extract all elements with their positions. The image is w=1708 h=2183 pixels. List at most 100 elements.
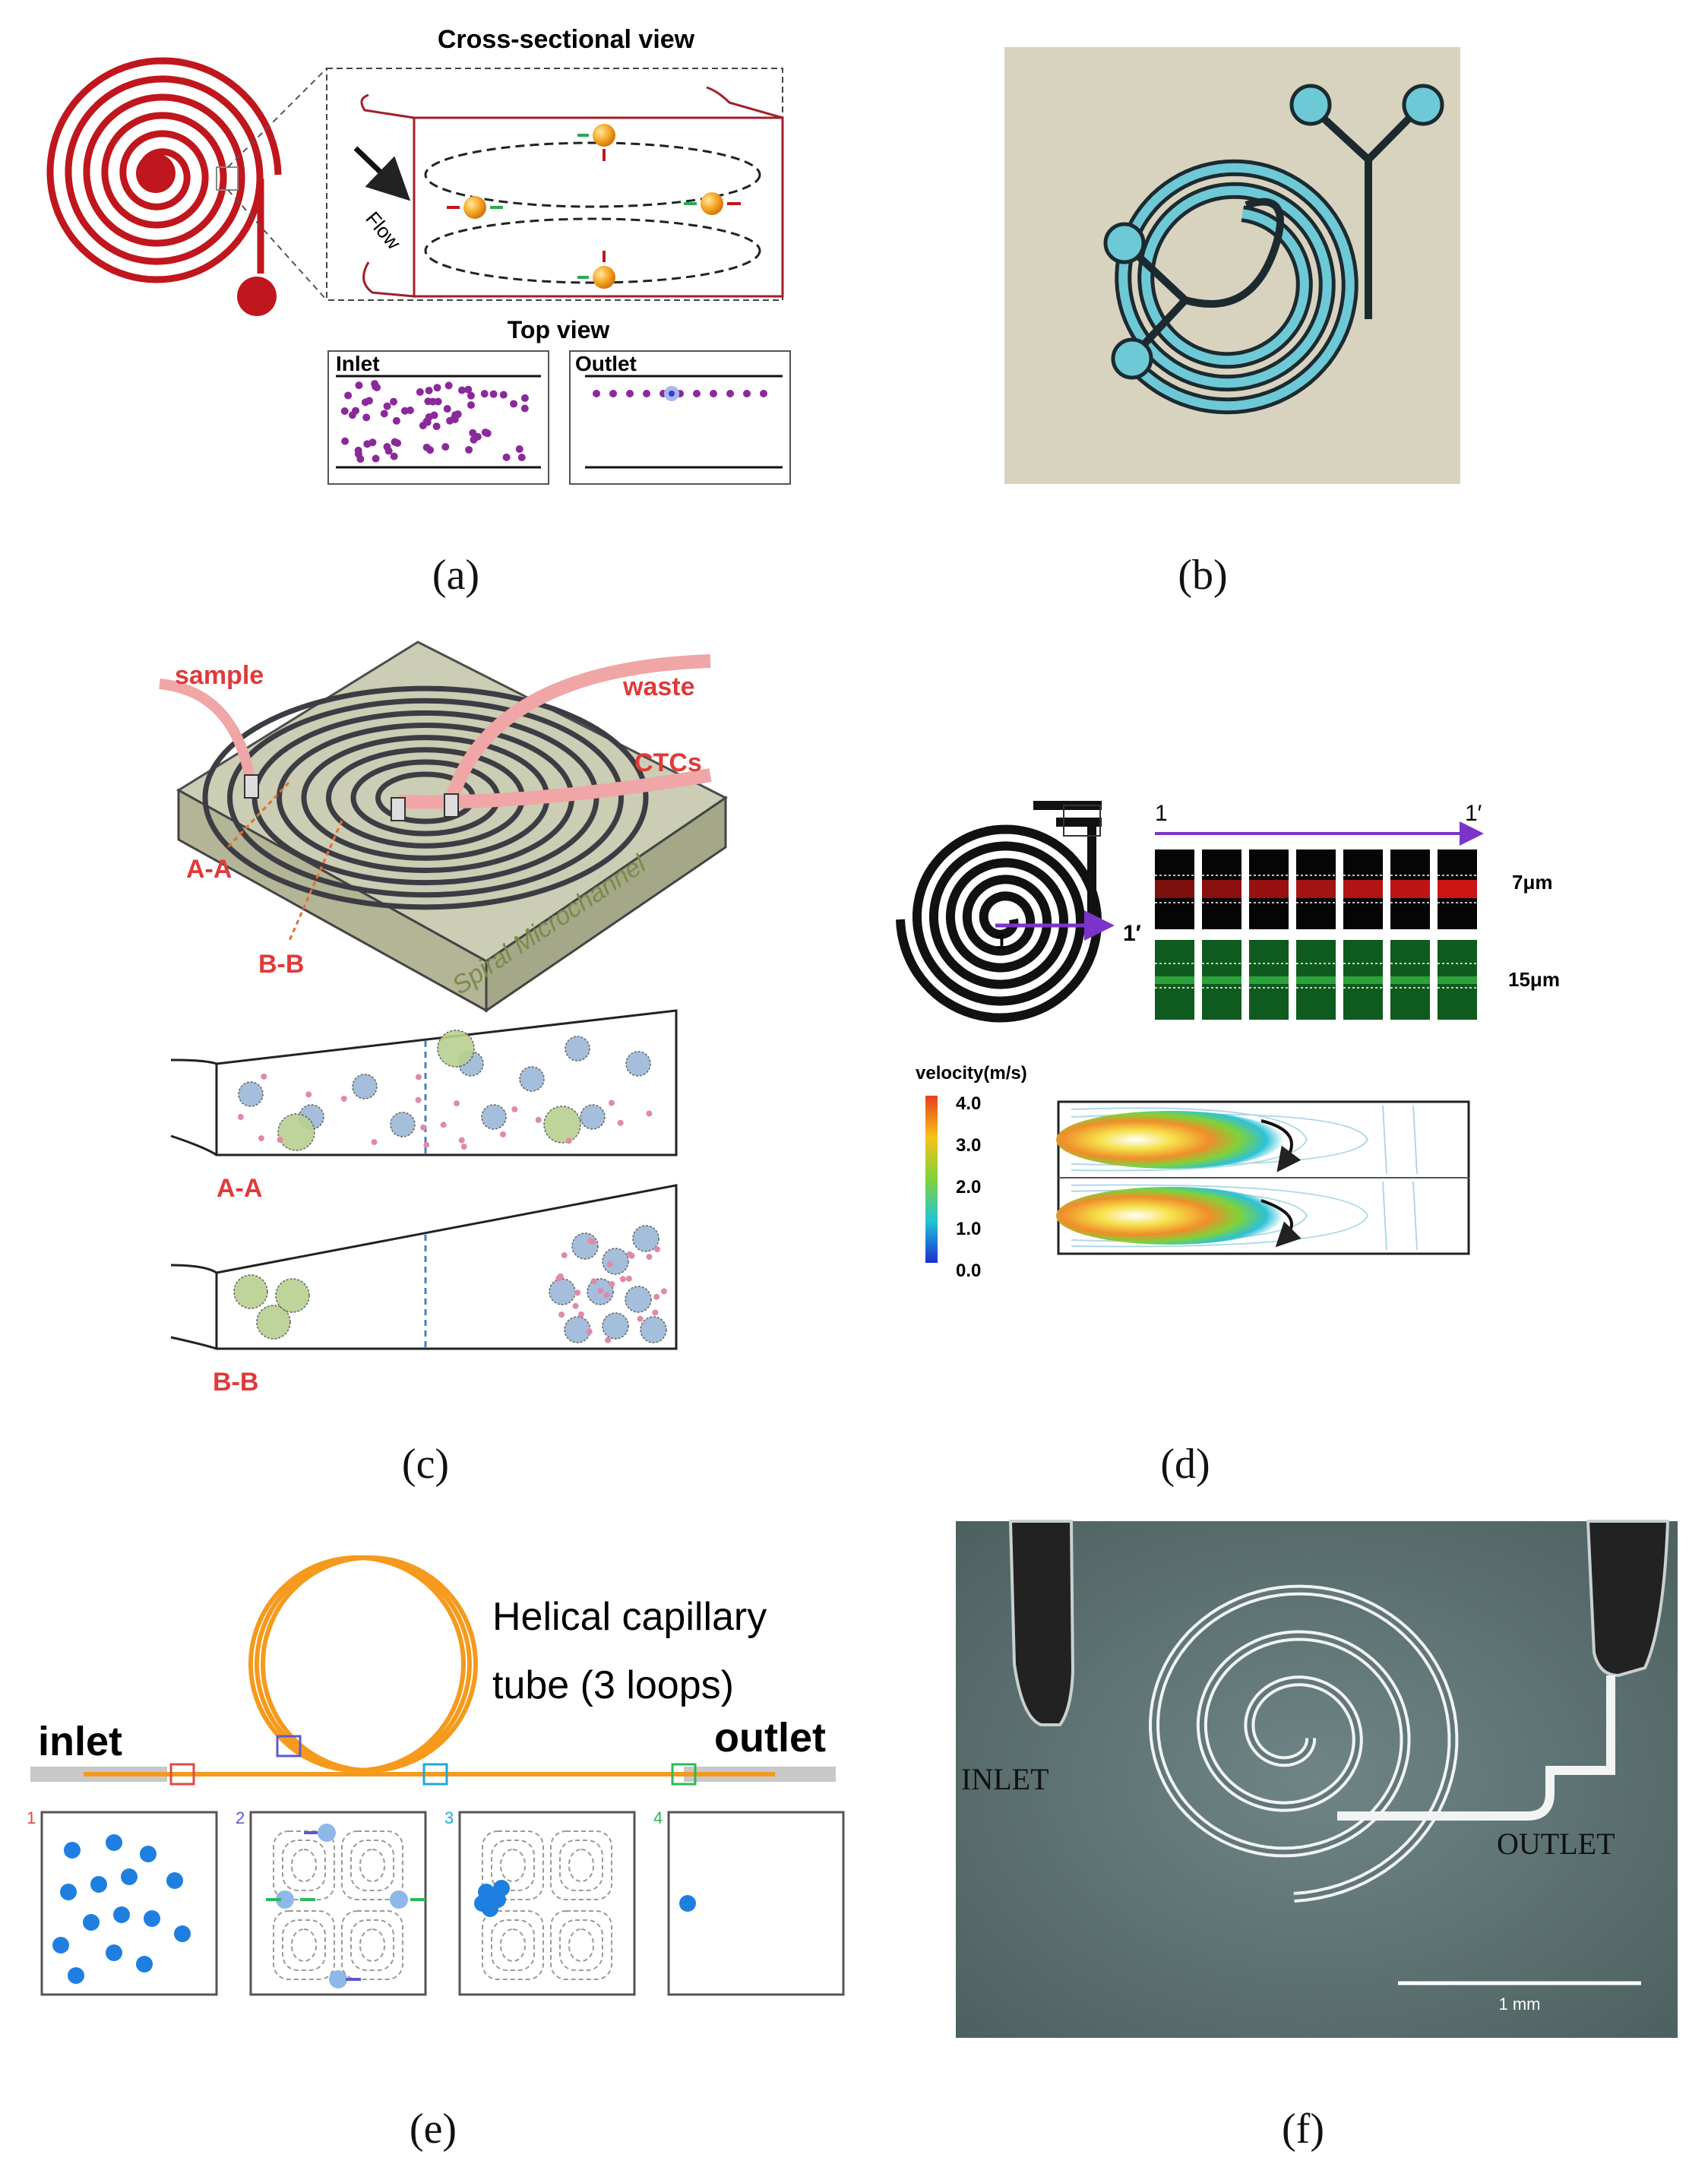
caption-f: (f) xyxy=(1282,2105,1324,2153)
inlet-particle xyxy=(400,407,409,415)
outlet-needle xyxy=(1586,1520,1670,1678)
inlet-particle xyxy=(467,391,475,400)
inlet-particle xyxy=(520,394,529,402)
velocity-plume-bottom xyxy=(1056,1187,1284,1245)
vortex-line xyxy=(350,1840,394,1891)
inlet-particle xyxy=(416,388,424,396)
strip-end-label: 1′ xyxy=(1465,801,1482,826)
red-blood-cell xyxy=(646,1254,653,1261)
ctcs-label: CTCs xyxy=(634,748,702,777)
velocity-tick-label: 1.0 xyxy=(956,1219,981,1239)
state-box-number: 3 xyxy=(444,1808,454,1827)
migrating-particle xyxy=(318,1824,336,1842)
vortex-line xyxy=(359,1928,385,1962)
tube-label-line1: Helical capillary xyxy=(492,1595,767,1639)
caption-c: (c) xyxy=(402,1441,449,1488)
red-blood-cell xyxy=(237,1114,244,1121)
spiral-channel-black xyxy=(896,824,1102,1023)
inlet-particle xyxy=(355,381,363,390)
migrating-particle xyxy=(329,1970,347,1988)
inlet-particles xyxy=(340,380,529,463)
velocity-title: velocity(m/s) xyxy=(916,1063,1027,1084)
vortex-line xyxy=(359,1849,385,1882)
inlet-particle xyxy=(425,387,433,395)
section-aa-label: A-A xyxy=(217,1174,262,1203)
outlet-particle xyxy=(593,390,600,397)
spiral-ring xyxy=(202,685,649,910)
particle-left xyxy=(463,196,486,219)
strip-start-label: 1 xyxy=(1155,801,1168,826)
cell xyxy=(602,1312,629,1340)
particle xyxy=(121,1868,138,1885)
cell xyxy=(352,1074,378,1099)
outlet-particle xyxy=(626,390,634,397)
cell xyxy=(238,1081,264,1107)
inlet-port-1 xyxy=(1103,222,1146,264)
panel-b-background xyxy=(1004,47,1460,484)
particle xyxy=(174,1925,191,1942)
cell xyxy=(571,1232,599,1260)
vortex-line xyxy=(282,1840,326,1891)
vortex-line xyxy=(291,1928,317,1962)
inlet-particle xyxy=(443,405,451,413)
cross-section-title: Cross-sectional view xyxy=(438,25,695,54)
inlet-particle xyxy=(480,390,489,398)
red-blood-cell xyxy=(586,1328,593,1335)
vortex-line xyxy=(273,1910,335,1980)
outlet-particles xyxy=(593,390,767,397)
flow-label: Flow xyxy=(361,207,405,255)
spiral-end-label: 1′ xyxy=(1123,921,1141,946)
panel-c: sample waste CTCs A-A B-B Spiral Microch… xyxy=(159,641,728,1488)
helical-loop-1 xyxy=(248,1555,466,1773)
caption-a: (a) xyxy=(432,552,479,599)
outlet-particle xyxy=(726,390,734,397)
inlet-particle xyxy=(430,411,438,419)
helical-loop-2 xyxy=(255,1555,472,1773)
red-blood-cell xyxy=(574,1289,581,1296)
outlet-port-2 xyxy=(1402,84,1444,126)
micrograph-background xyxy=(956,1521,1678,2038)
caption-e: (e) xyxy=(410,2105,457,2153)
red-blood-cell xyxy=(440,1122,447,1128)
green-particle-band xyxy=(1249,976,1289,984)
green-particle-band xyxy=(1438,976,1477,984)
inlet-particle xyxy=(383,443,391,451)
particle-right xyxy=(701,192,723,215)
inlet-particle xyxy=(372,454,380,463)
cell xyxy=(565,1036,590,1061)
inlet-particle xyxy=(510,400,518,408)
red-blood-cell xyxy=(589,1238,596,1245)
state-box xyxy=(40,1811,218,1996)
inlet-particle xyxy=(520,404,529,413)
red-blood-cell xyxy=(535,1116,542,1123)
red-blood-cell xyxy=(277,1136,283,1143)
outlet-label: OUTLET xyxy=(1497,1827,1615,1861)
red-blood-cell xyxy=(460,1143,467,1150)
red-particle-band xyxy=(1155,880,1194,898)
section-bb-label: B-B xyxy=(213,1368,258,1397)
spiral-zoom-box xyxy=(216,166,239,191)
waste-label: waste xyxy=(622,672,695,701)
cell xyxy=(632,1225,659,1252)
inlet-particle xyxy=(344,391,353,400)
migrating-particle xyxy=(390,1890,408,1909)
outlet-particle xyxy=(710,390,717,397)
red-blood-cell xyxy=(609,1280,615,1287)
green-particle-band xyxy=(1343,976,1383,984)
outlet-particle xyxy=(743,390,751,397)
inlet-particle xyxy=(432,422,441,431)
green-particle-band xyxy=(1390,976,1430,984)
vortex-line xyxy=(482,1910,544,1980)
red-blood-cell xyxy=(558,1311,565,1318)
section-aa-cells xyxy=(237,1030,653,1151)
red-blood-cell xyxy=(305,1091,312,1098)
vortex-line xyxy=(350,1919,394,1971)
red-blood-cell xyxy=(572,1302,579,1309)
inlet-particle xyxy=(458,386,467,394)
green-particle-band xyxy=(1202,976,1241,984)
inlet-particle xyxy=(340,407,349,415)
inlet-particle xyxy=(467,401,475,410)
red-blood-cell xyxy=(458,1137,465,1144)
vortex-line xyxy=(482,1830,544,1900)
